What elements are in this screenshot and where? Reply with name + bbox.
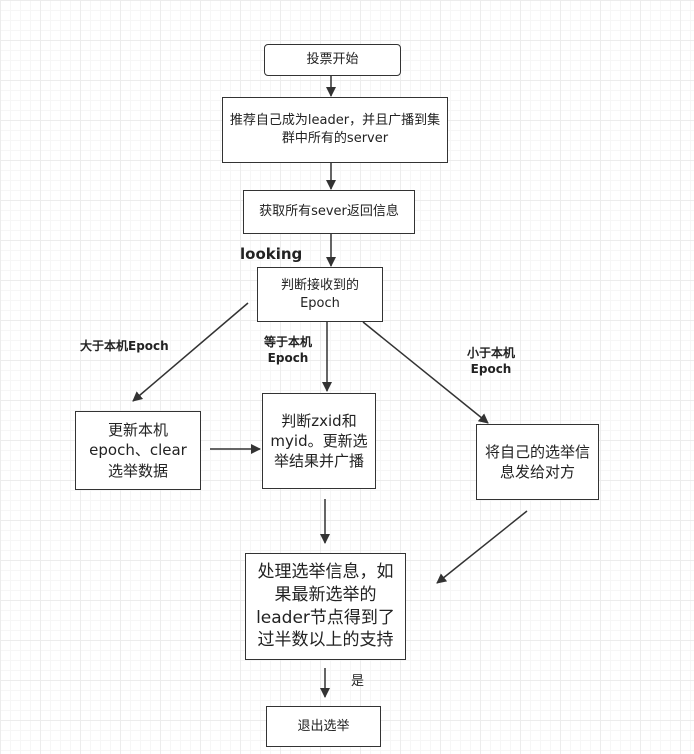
edge-judge-greater bbox=[132, 302, 249, 402]
edge-judge-less bbox=[362, 321, 489, 424]
edge-label-yes: 是 bbox=[351, 674, 365, 689]
edge-label-greater: 大于本机Epoch bbox=[80, 339, 169, 353]
judge-zxid-node: 判断zxid和myid。更新选举结果并广播 bbox=[262, 393, 376, 489]
looking-label: looking bbox=[240, 245, 303, 263]
edge-label-less: 小于本机Epoch bbox=[466, 346, 515, 376]
edge-label-equal: 等于本机Epoch bbox=[263, 335, 312, 365]
exit-node: 退出选举 bbox=[266, 706, 381, 747]
update-epoch-node: 更新本机epoch、clear选举数据 bbox=[75, 411, 201, 490]
process-node: 处理选举信息，如果最新选举的leader节点得到了过半数以上的支持 bbox=[245, 553, 406, 660]
collect-node: 获取所有sever返回信息 bbox=[243, 190, 415, 234]
edge-send-process bbox=[436, 510, 528, 584]
judge-epoch-node: 判断接收到的Epoch bbox=[257, 267, 383, 322]
start-node: 投票开始 bbox=[264, 44, 401, 76]
recommend-node: 推荐自己成为leader，并且广播到集群中所有的server bbox=[222, 97, 448, 163]
send-self-node: 将自己的选举信息发给对方 bbox=[476, 424, 599, 500]
